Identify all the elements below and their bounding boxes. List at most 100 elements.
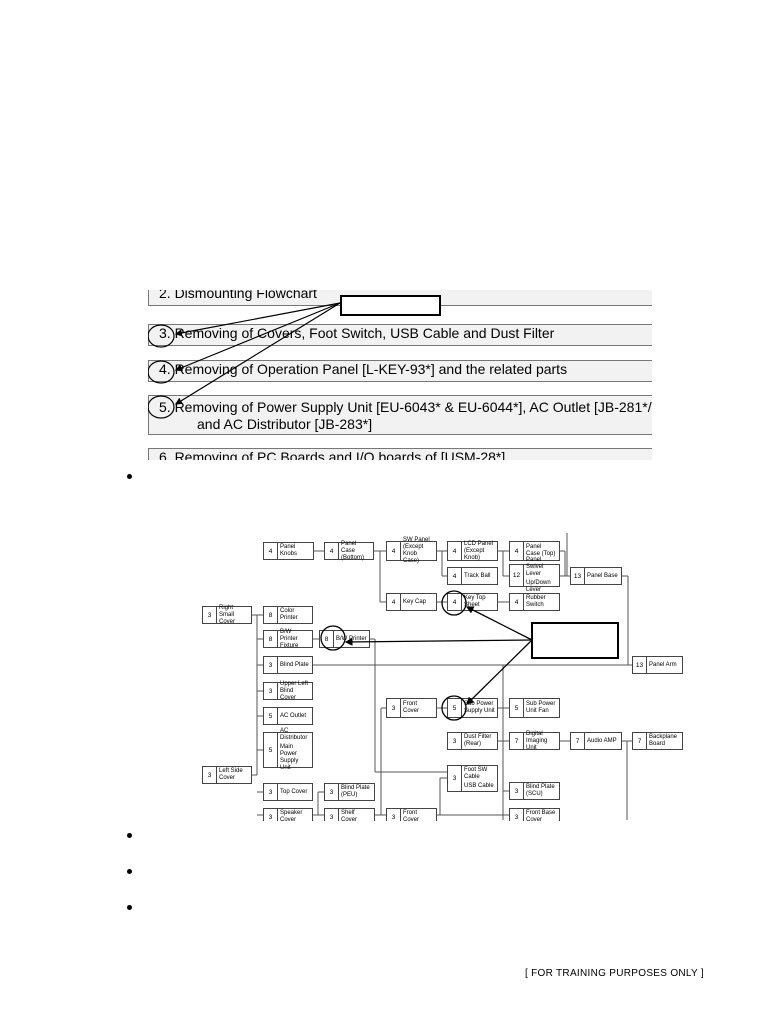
step-number: 3 bbox=[510, 809, 524, 821]
highlight-circle bbox=[320, 625, 346, 651]
callout-box bbox=[340, 295, 441, 316]
box-label: Blind Plate (SCU) bbox=[526, 784, 555, 797]
step-number: 4 bbox=[448, 594, 462, 610]
step-number: 13 bbox=[633, 657, 647, 673]
box-label: Sub Power Unit Fan bbox=[526, 701, 556, 714]
box-label: Front Cover bbox=[403, 701, 420, 714]
box-label: Blind Plate bbox=[280, 661, 309, 668]
flowchart-annotations bbox=[320, 590, 619, 721]
box-label-2: USB Cable bbox=[464, 783, 494, 789]
callout-box bbox=[531, 622, 619, 659]
highlight-circle bbox=[441, 590, 467, 616]
bullet bbox=[127, 869, 132, 874]
step-number: 4 bbox=[510, 542, 524, 560]
step-number: 5 bbox=[264, 733, 278, 767]
toc-image: 2. Dismounting Flowchart 3. Removing of … bbox=[148, 290, 652, 460]
step-number: 3 bbox=[325, 784, 339, 800]
footer-note: [ FOR TRAINING PURPOSES ONLY ] bbox=[524, 968, 704, 979]
callout-arrow bbox=[466, 639, 533, 705]
step-number: 4 bbox=[448, 542, 462, 560]
box-label: Upper Left Blind Cover bbox=[280, 680, 309, 701]
step-number: 3 bbox=[510, 783, 524, 799]
step-number: 3 bbox=[203, 767, 217, 783]
box-label: Rubber Switch bbox=[526, 595, 546, 608]
box-label: Sub Power Supply Unit bbox=[464, 701, 495, 714]
callout-arrow bbox=[465, 606, 533, 641]
step-number: 7 bbox=[633, 733, 647, 749]
box-label: Track Ball bbox=[464, 572, 491, 579]
box-label: SW Panel (Except Knob Case) bbox=[403, 537, 430, 564]
box-label: Shelf Cover bbox=[341, 810, 358, 821]
toc-row-label-2: and AC Distributor [JB-283*] bbox=[197, 416, 373, 432]
step-number: 3 bbox=[264, 683, 278, 699]
step-number: 3 bbox=[264, 657, 278, 673]
bullet bbox=[127, 474, 132, 479]
toc-row-6: 6. Removing of PC Boards and I/O boards … bbox=[148, 448, 652, 460]
box-label: Left Side Cover bbox=[219, 768, 243, 781]
toc-row-4: 4. Removing of Operation Panel [L-KEY-93… bbox=[148, 360, 652, 382]
step-number: 4 bbox=[387, 594, 401, 610]
box-label: Panel Case (Top) bbox=[526, 544, 556, 557]
box-label: Panel Base bbox=[587, 572, 618, 579]
box-label: Panel Knobs bbox=[280, 544, 298, 557]
toc-row-label: 2. Dismounting Flowchart bbox=[159, 290, 317, 301]
flowchart-connectors bbox=[252, 533, 632, 820]
box-label: Speaker Cover bbox=[280, 810, 303, 821]
step-number: 4 bbox=[264, 543, 278, 559]
step-number: 3 bbox=[387, 699, 401, 717]
step-number: 4 bbox=[510, 594, 524, 610]
step-number: 8 bbox=[320, 631, 334, 647]
box-label: Audio AMP bbox=[587, 737, 617, 744]
toc-row-label: 5. Removing of Power Supply Unit [EU-604… bbox=[159, 399, 652, 415]
step-number: 5 bbox=[510, 699, 524, 717]
step-number: 3 bbox=[325, 809, 339, 821]
step-number: 4 bbox=[325, 543, 339, 559]
toc-row-label: 6. Removing of PC Boards and I/O boards … bbox=[159, 449, 506, 460]
step-number: 3 bbox=[448, 766, 462, 791]
box-label: Key Top Sheet bbox=[464, 595, 486, 608]
step-number: 5 bbox=[264, 708, 278, 724]
step-number: 8 bbox=[264, 607, 278, 623]
box-label: Key Cap bbox=[403, 598, 427, 605]
step-number: 3 bbox=[203, 607, 217, 623]
bullet bbox=[127, 905, 132, 910]
step-number: 3 bbox=[448, 733, 462, 749]
box-label: Front Cover bbox=[403, 810, 420, 821]
highlight-circle bbox=[441, 695, 467, 721]
step-number: 8 bbox=[264, 631, 278, 647]
step-number: 5 bbox=[448, 699, 462, 717]
box-label-2: Up/Down Lever bbox=[526, 580, 551, 593]
step-number: 3 bbox=[264, 784, 278, 800]
step-number: 7 bbox=[571, 733, 585, 749]
step-number: 3 bbox=[264, 809, 278, 821]
step-number: 7 bbox=[510, 733, 524, 749]
callout-arrow bbox=[344, 638, 533, 646]
box-label: Color Printer bbox=[280, 608, 298, 621]
box-label: Dust Filter (Rear) bbox=[464, 734, 492, 747]
step-number: 12 bbox=[510, 565, 524, 586]
